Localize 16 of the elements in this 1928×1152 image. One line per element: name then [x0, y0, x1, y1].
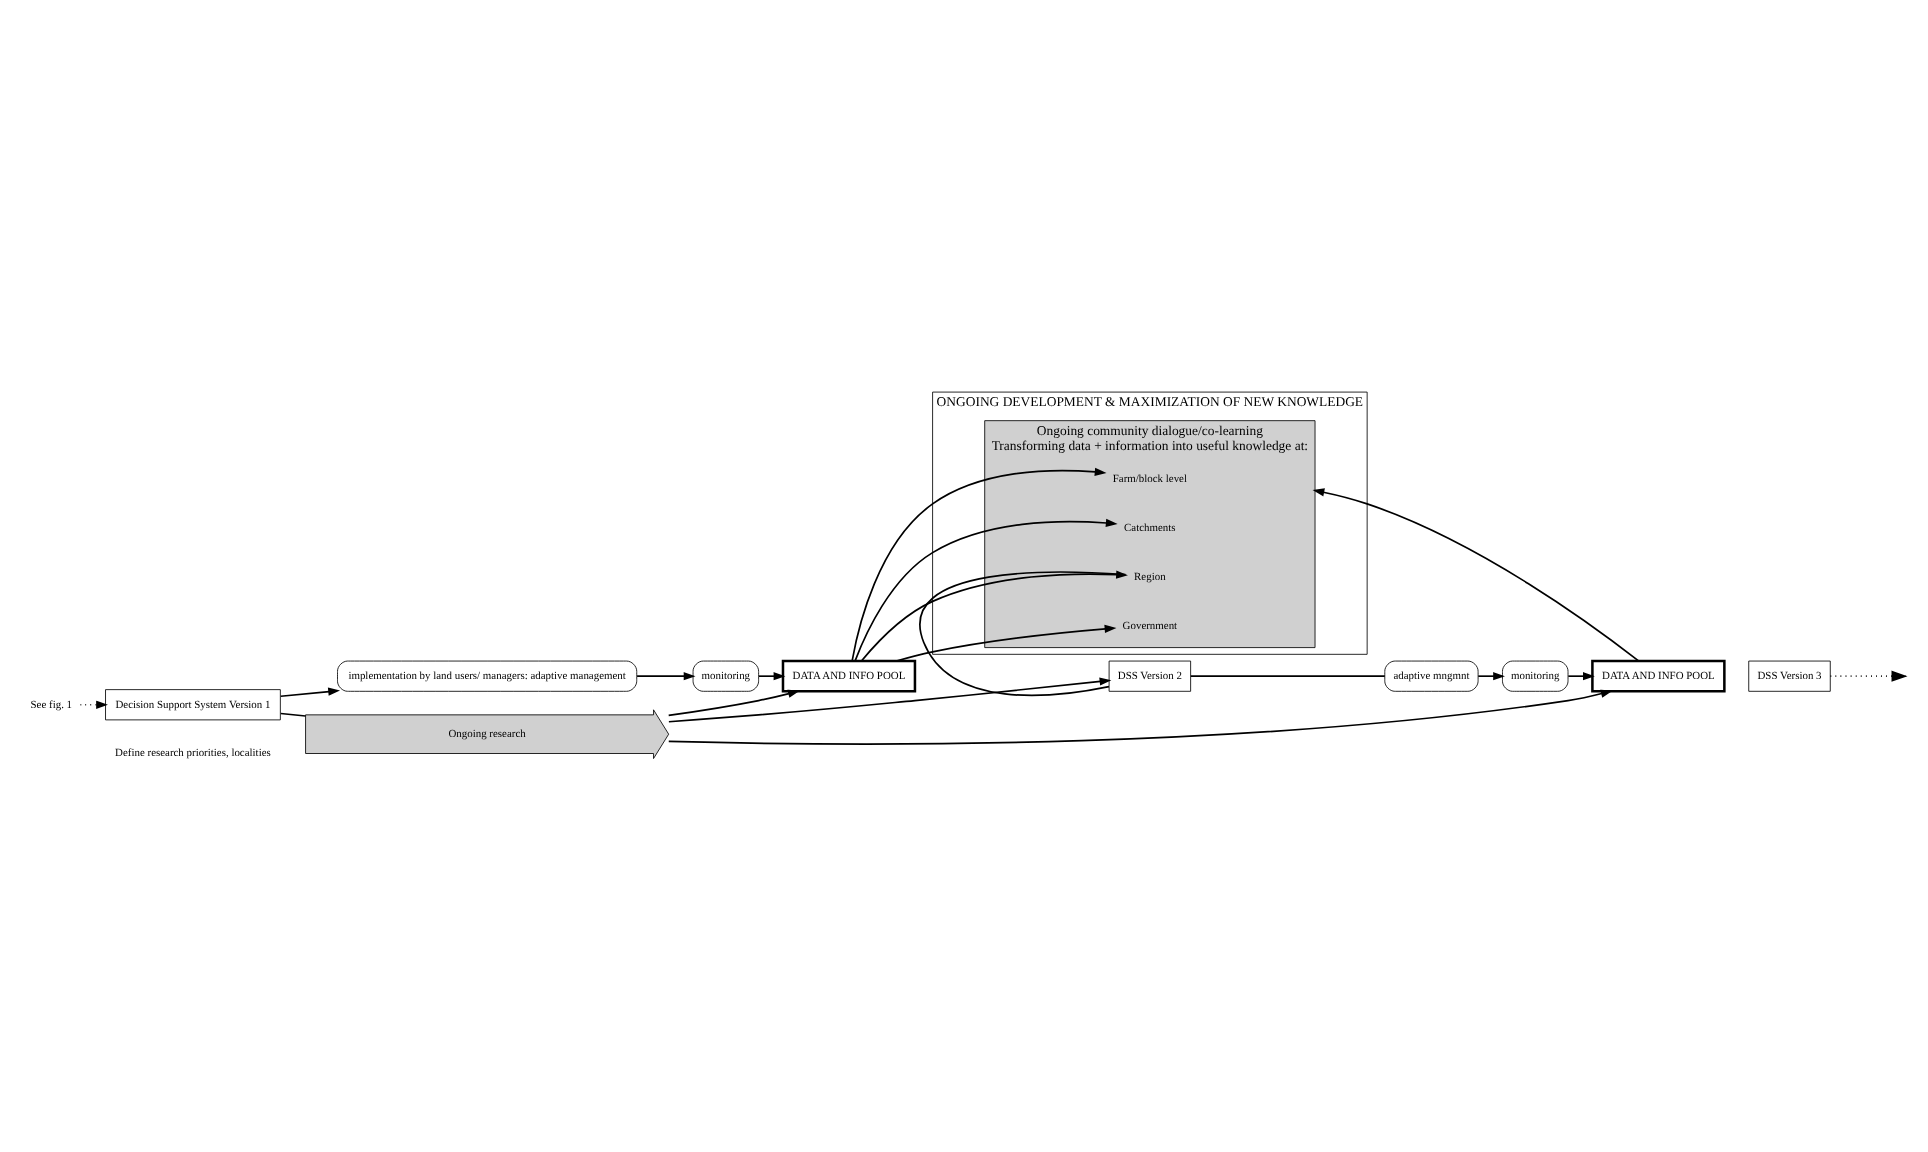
- connector: [1189, 674, 1386, 676]
- arrow: [860, 569, 1128, 661]
- arrow: [1477, 671, 1505, 680]
- connector: [279, 711, 307, 716]
- connector: [919, 570, 1127, 696]
- arrow: [667, 688, 1613, 744]
- arrow: [895, 623, 1117, 661]
- arrow: [279, 686, 340, 697]
- arrow: [667, 688, 800, 716]
- arrow: [668, 676, 1112, 722]
- arrow: [1567, 671, 1595, 680]
- arrow: [636, 671, 696, 680]
- arrow: [1312, 487, 1640, 661]
- arrow: [758, 671, 786, 680]
- arrow: [851, 466, 1107, 661]
- arrow: [854, 517, 1118, 661]
